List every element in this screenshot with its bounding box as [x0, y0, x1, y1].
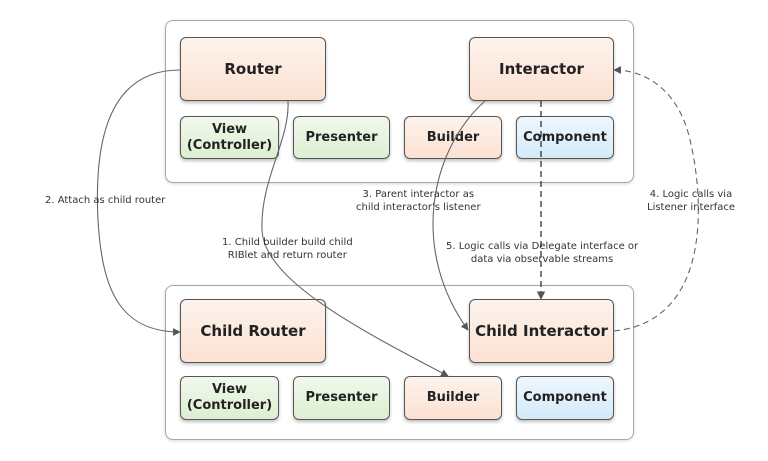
- builder-node[interactable]: Builder: [404, 116, 502, 159]
- child-controller-label: (Controller): [186, 398, 273, 413]
- child-view-controller-node[interactable]: View (Controller): [180, 376, 279, 420]
- router-node[interactable]: Router: [180, 37, 326, 101]
- component-node[interactable]: Component: [516, 116, 614, 159]
- child-builder-node[interactable]: Builder: [404, 376, 502, 420]
- controller-label: (Controller): [186, 137, 273, 153]
- listener-label: 4. Logic calls via Listener interface: [647, 189, 736, 213]
- child-presenter-node[interactable]: Presenter: [293, 376, 390, 420]
- presenter-node[interactable]: Presenter: [293, 116, 390, 159]
- build-label: 1. Child builder build child RIBlet and …: [222, 237, 353, 261]
- view-label: View: [211, 121, 248, 137]
- child-component-label: Component: [523, 390, 607, 406]
- interactor-label: Interactor: [499, 60, 584, 78]
- component-label: Component: [523, 129, 607, 145]
- build-edge: [261, 100, 449, 377]
- attach-edge: [96, 69, 181, 336]
- child-component-node[interactable]: Component: [516, 376, 614, 420]
- parent-listener-edge: [432, 100, 486, 331]
- interactor-node[interactable]: Interactor: [469, 37, 614, 101]
- child-view-label: View: [211, 382, 248, 398]
- child-router-label: Child Router: [200, 322, 306, 340]
- view-controller-node[interactable]: View (Controller): [180, 116, 279, 159]
- parent-listener-label: 3. Parent interactor as child interactor…: [356, 189, 481, 213]
- attach-label: 2. Attach as child router: [45, 195, 166, 206]
- child-interactor-node[interactable]: Child Interactor: [469, 299, 614, 363]
- delegate-label: 5. Logic calls via Delegate interface or…: [446, 241, 639, 265]
- child-interactor-label: Child Interactor: [475, 322, 608, 340]
- presenter-label: Presenter: [305, 129, 378, 145]
- router-label: Router: [224, 60, 282, 78]
- child-builder-label: Builder: [426, 390, 480, 406]
- child-presenter-label: Presenter: [305, 390, 378, 406]
- builder-label: Builder: [426, 129, 480, 145]
